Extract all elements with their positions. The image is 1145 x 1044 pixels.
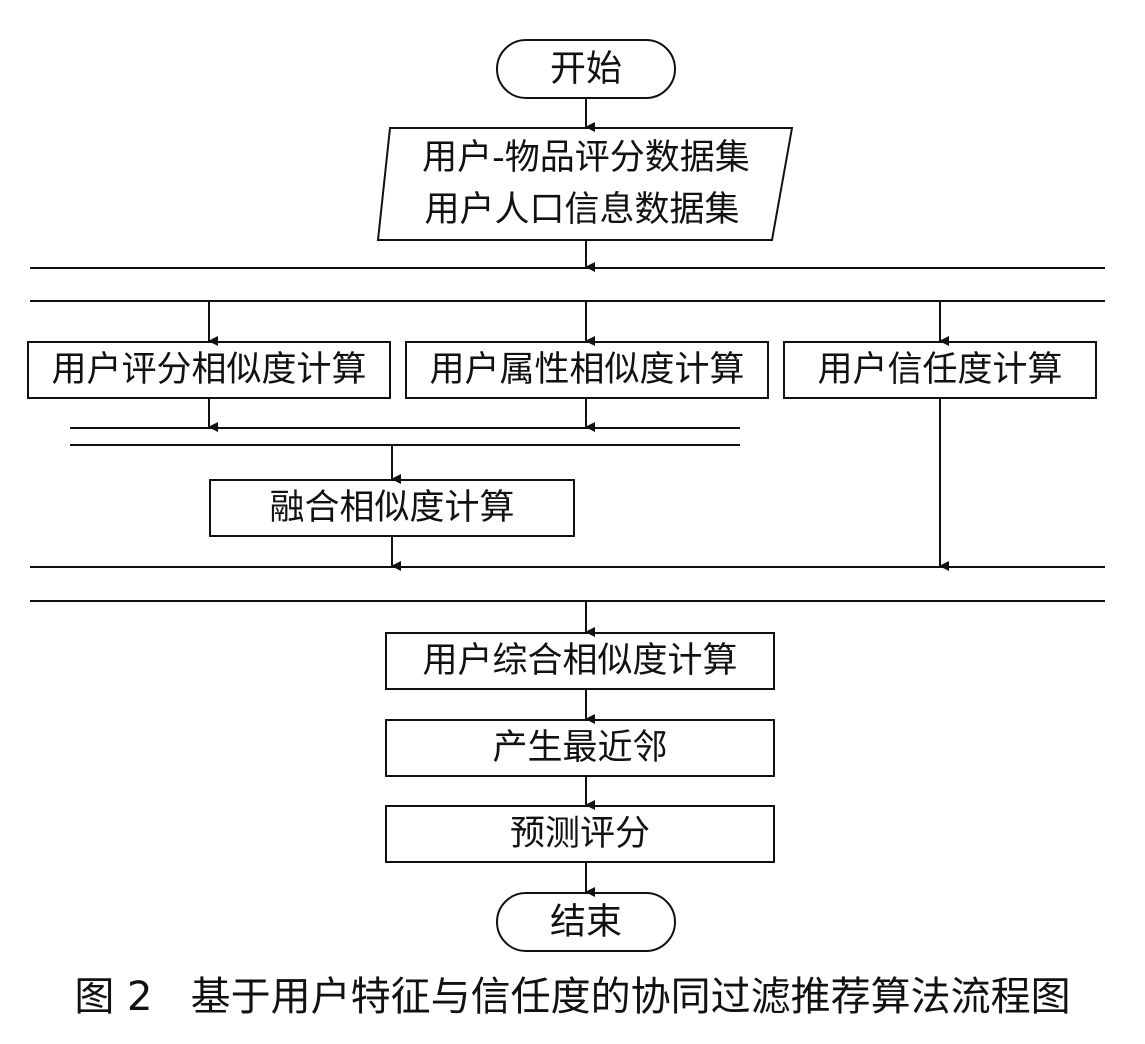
figure-title: 基于用户特征与信任度的协同过滤推荐算法流程图 bbox=[190, 974, 1071, 1020]
neighbors-label: 产生最近邻 bbox=[492, 728, 667, 768]
predict-label: 预测评分 bbox=[510, 814, 650, 854]
input-label-line1: 用户-物品评分数据集 bbox=[422, 138, 750, 178]
overall-sim-box bbox=[385, 632, 775, 690]
figure-number: 图 2 bbox=[74, 974, 153, 1020]
trust-label: 用户信任度计算 bbox=[817, 350, 1062, 390]
end-label: 结束 bbox=[550, 902, 622, 943]
input-parallelogram bbox=[376, 127, 794, 241]
start-label: 开始 bbox=[550, 49, 622, 90]
input-label-line2: 用户人口信息数据集 bbox=[424, 190, 739, 230]
fusion-sim-label: 融合相似度计算 bbox=[269, 488, 514, 528]
rating-sim-label: 用户评分相似度计算 bbox=[51, 350, 366, 390]
neighbors-box bbox=[385, 719, 775, 777]
predict-box bbox=[385, 805, 775, 863]
figure-caption: 图 2 基于用户特征与信任度的协同过滤推荐算法流程图 bbox=[0, 964, 1145, 1022]
attr-sim-label: 用户属性相似度计算 bbox=[429, 350, 744, 390]
overall-sim-label: 用户综合相似度计算 bbox=[422, 641, 737, 681]
